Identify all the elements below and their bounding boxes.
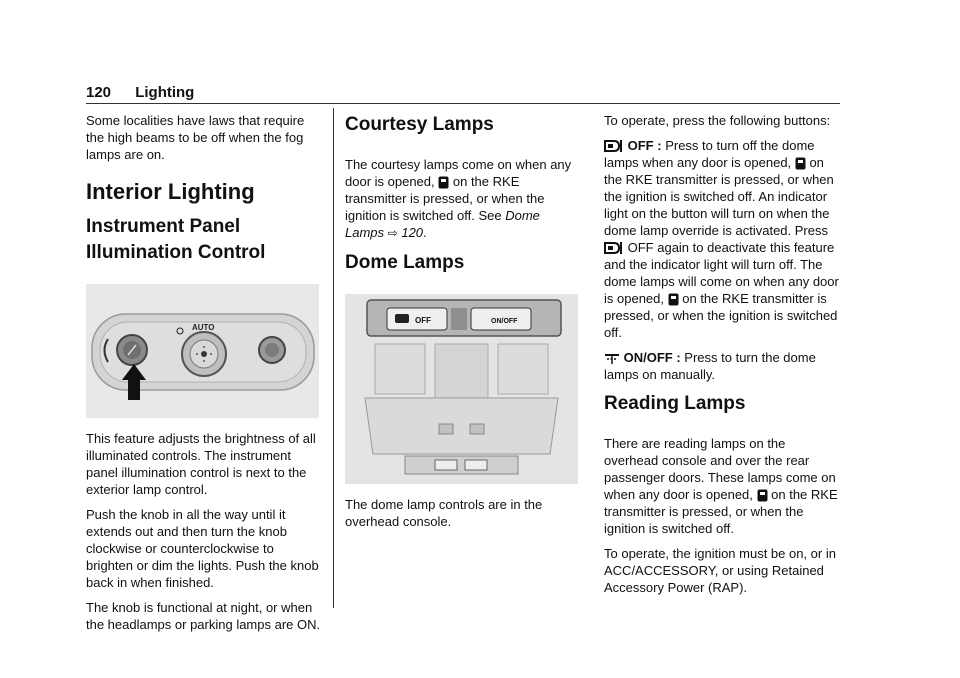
intro-paragraph: Some localities have laws that require t… [86,113,305,162]
reading-text-b: on the RKE transmitter is pressed, or wh… [604,487,838,536]
paragraph-operate: To operate, press the following buttons: [604,113,831,128]
paragraph-onoff-button: ON/OFF : Press to turn the dome lamps on… [604,349,840,383]
xref-arrow: ⇨ [387,226,398,240]
off-text-c: OFF again to deactivate this feature and… [604,240,839,306]
door-lamp-icon [604,140,622,152]
off-text-d: on the RKE transmitter is pressed, or wh… [604,291,838,340]
unlock-key-icon [438,176,449,189]
column-3: To operate, press the following buttons:… [604,112,840,604]
off-text-a: Press to turn off the dome lamps when an… [604,138,815,170]
off-text-b: on the RKE transmitter is pressed, or wh… [604,155,834,238]
reading-text-a: There are reading lamps on the overhead … [604,436,836,502]
instrument-panel-figure: AUTO [86,284,319,418]
paragraph-off-button: OFF : Press to turn off the dome lamps w… [604,137,840,341]
unlock-key-icon [795,157,806,170]
onoff-text: Press to turn the dome lamps on manually… [604,350,816,382]
heading-reading-lamps: Reading Lamps [604,393,746,414]
paragraph-knob-use: Push the knob in all the way until it ex… [86,507,319,590]
onoff-button-label: ON/OFF : [623,350,681,365]
column-1: Some localities have laws that require t… [86,112,322,641]
courtesy-text-a: The courtesy lamps come on when any door… [345,157,572,189]
heading-interior-lighting: Interior Lighting [86,179,255,204]
paragraph-reading-operate: To operate, the ignition must be on, or … [604,546,836,595]
column-divider [333,108,334,608]
heading-courtesy-lamps: Courtesy Lamps [345,114,494,135]
arrow-icon [122,364,146,400]
unlock-key-icon [668,293,679,306]
column-2: Courtesy Lamps The courtesy lamps come o… [345,112,580,538]
paragraph-reading-lamps: There are reading lamps on the overhead … [604,435,840,537]
heading-dome-lamps: Dome Lamps [345,252,465,273]
paragraph-courtesy: The courtesy lamps come on when any door… [345,157,572,240]
paragraph-illumination: This feature adjusts the brightness of a… [86,431,316,497]
paragraph-knob-functional: The knob is functional at night, or when… [86,600,321,632]
paragraph-dome-controls: The dome lamp controls are in the overhe… [345,497,543,529]
off-button-label: OFF : [627,138,662,153]
heading-instrument-panel: Instrument Panel Illumination Control [86,216,266,263]
page-number: 120 [86,84,112,101]
door-lamp-icon [604,242,622,254]
page-header: 120 Lighting [86,84,194,101]
dome-lamp-figure: OFF ON/OFF [345,294,578,484]
courtesy-text-b: on the RKE transmitter is pressed, or wh… [345,174,545,223]
unlock-key-icon [757,489,768,502]
dome-lamps-xref[interactable]: Dome Lamps [345,208,540,240]
xref-page[interactable]: 120 [401,225,424,240]
header-rule [86,103,840,104]
section-title: Lighting [135,84,195,101]
onoff-label: ON/OFF [491,318,518,325]
auto-label: AUTO [192,323,215,332]
off-label: OFF [415,316,431,325]
dome-lamp-icon [605,354,619,364]
